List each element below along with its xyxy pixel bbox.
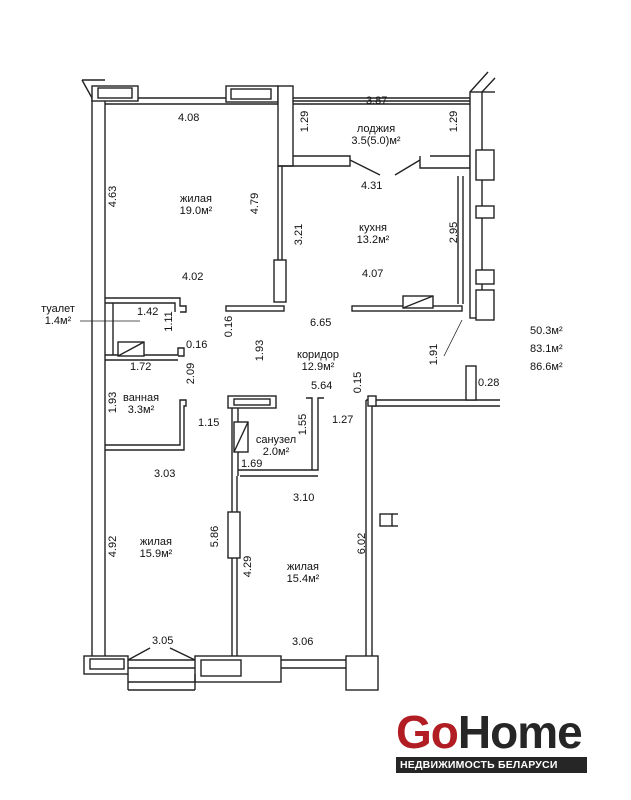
room-name: ванная [122,392,160,404]
dim-label: 0.15 [352,371,365,394]
dim-label: 4.79 [249,192,262,215]
dim-label: 1.29 [299,110,312,133]
dim-label: 1.42 [137,306,159,318]
room-name: кухня [359,222,387,234]
dim-label: 3.87 [366,95,388,107]
room-loggia: лоджия 3.5(5.0)м² [351,123,400,147]
wall-corridor-top-left [225,305,285,312]
dim-label: 1.15 [198,417,220,429]
dim-label: 3.10 [293,492,315,504]
dim-label: 1.27 [332,414,354,426]
logo-go: Go [396,706,459,758]
room-area: 2.0м² [262,446,290,458]
logo-wordmark: GoHome [396,708,592,756]
room-corridor: коридор 12.9м² [297,349,339,373]
dim-label: 1.29 [448,110,461,133]
room-wc: санузел 2.0м² [256,434,296,458]
room-living-2: жилая 15.9м² [140,536,173,560]
room-name: лоджия [356,123,396,135]
logo-home: Home [457,706,583,758]
dim-label: 4.31 [361,180,383,192]
dim-label: 5.64 [311,380,333,392]
room-name: коридор [297,349,339,361]
loggia-wall-inner [278,155,351,167]
area-totals: 50.3м² 83.1м² 86.6м² [530,322,563,376]
dim-label: 4.07 [362,268,384,280]
room-area: 3.5(5.0)м² [351,135,401,147]
logo-tagline: НЕДВИЖИМОСТЬ БЕЛАРУСИ [396,757,587,773]
dim-label: 3.05 [152,635,174,647]
dim-label: 3.06 [292,636,314,648]
dim-label: 2.95 [448,221,461,244]
loggia-wall-left [277,85,294,167]
dim-label: 1.55 [297,413,310,436]
dim-label: 1.93 [254,339,267,362]
total-area-with-loggia: 86.6м² [530,361,563,373]
dim-label: 4.02 [182,271,204,283]
total-area: 83.1м² [530,343,563,355]
room-area: 12.9м² [301,361,335,373]
dim-label: 6.02 [356,532,369,555]
dim-label: 6.65 [310,317,332,329]
toilet-walls [105,297,187,313]
dim-label: 3.03 [154,468,176,480]
room-area: 19.0м² [179,205,213,217]
dim-label: 4.08 [178,112,200,124]
room-name: жилая [139,536,172,548]
dim-label: 0.16 [223,315,236,338]
partition-door [273,259,287,303]
gohome-logo: GoHome НЕДВИЖИМОСТЬ БЕЛАРУСИ [396,708,592,773]
dim-label: 3.21 [293,223,306,246]
dim-label: 1.93 [107,391,120,414]
dim-label: 0.28 [478,377,500,389]
room-name: жилая [179,193,212,205]
dim-label: 0.16 [186,339,208,351]
dim-label: 5.86 [209,525,222,548]
wall-bottom-right [345,655,379,691]
dim-label: 4.29 [242,555,255,578]
dim-label: 1.11 [162,311,175,332]
dim-label: 2.09 [185,362,198,385]
room-area: 15.4м² [286,573,320,585]
room-living-3: жилая 15.4м² [287,561,320,585]
room-area: 13.2м² [356,234,390,246]
room-bathroom: ванная 3.3м² [123,392,159,416]
room-name: жилая [286,561,319,573]
dim-label: 4.92 [107,535,120,558]
wall-left-outer [91,97,106,659]
room-kitchen: кухня 13.2м² [357,222,390,246]
room-area: 3.3м² [127,404,155,416]
dim-label: 1.69 [241,458,263,470]
dim-label: 1.91 [428,343,441,366]
total-living-area: 50.3м² [530,325,563,337]
room-area: 15.9м² [139,548,173,560]
dim-label: 1.72 [130,361,152,373]
dim-label: 4.63 [107,185,120,208]
partition-lower-door [227,511,241,559]
room-toilet: туалет 1.4м² [41,303,75,327]
room-living-1: жилая 19.0м² [180,193,213,217]
bathroom-walls [105,399,187,451]
room-name: туалет [41,303,75,315]
room-area: 1.4м² [44,315,72,327]
room-name: санузел [255,434,297,446]
